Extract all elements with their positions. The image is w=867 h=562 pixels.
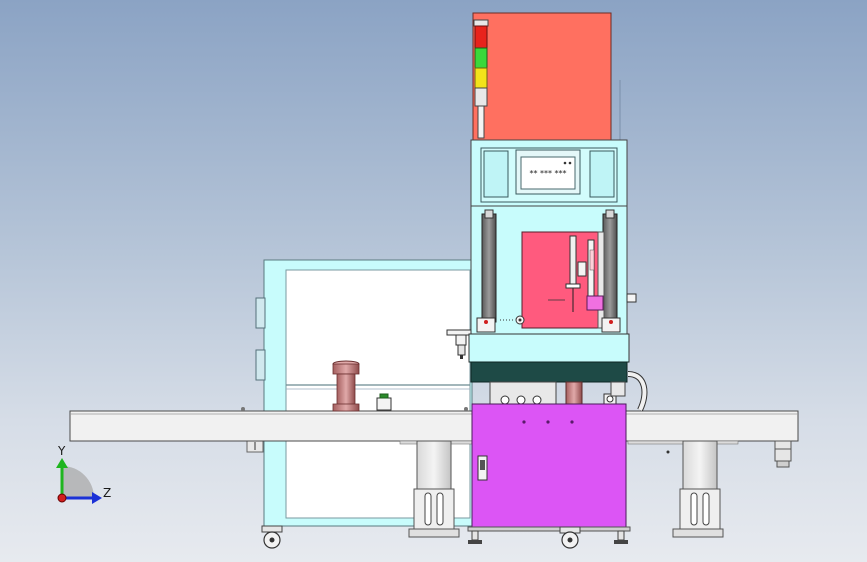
conveyor-body [69, 410, 799, 442]
leg-left [408, 440, 460, 538]
top-cabinet [472, 12, 621, 141]
leg-right [672, 440, 724, 538]
control-panel-label: ** *** *** [529, 169, 566, 178]
axis-triad: Y Z [56, 444, 111, 504]
machine-feet [467, 526, 631, 544]
conveyor-end-cylinder [774, 440, 792, 462]
head-lower-plate [468, 333, 630, 383]
magenta-chamber [521, 231, 605, 329]
z-axis-label: Z [103, 486, 111, 500]
filter-regulator [446, 329, 472, 359]
light-green [474, 47, 488, 69]
dark-band [470, 361, 628, 383]
small-cup [376, 393, 392, 411]
bottle [332, 360, 360, 412]
chamber-fittings [476, 293, 637, 333]
conveyor [69, 407, 799, 468]
side-bracket-top [255, 297, 266, 329]
triad-quadrant [62, 466, 94, 498]
lift-mechanism [489, 381, 626, 407]
signal-tower [473, 19, 489, 139]
guide-pillar-right [602, 209, 618, 323]
side-bracket-bottom [255, 349, 266, 381]
triad-origin [57, 493, 67, 503]
caster-left [261, 525, 283, 549]
y-axis-label: Y [57, 444, 66, 458]
caster-center [559, 526, 581, 549]
nozzle [569, 235, 577, 285]
light-red [474, 25, 488, 49]
side-frame [246, 259, 473, 527]
light-yellow [474, 67, 488, 89]
base-cabinet [471, 403, 627, 528]
guide-pillar-left [481, 209, 497, 323]
